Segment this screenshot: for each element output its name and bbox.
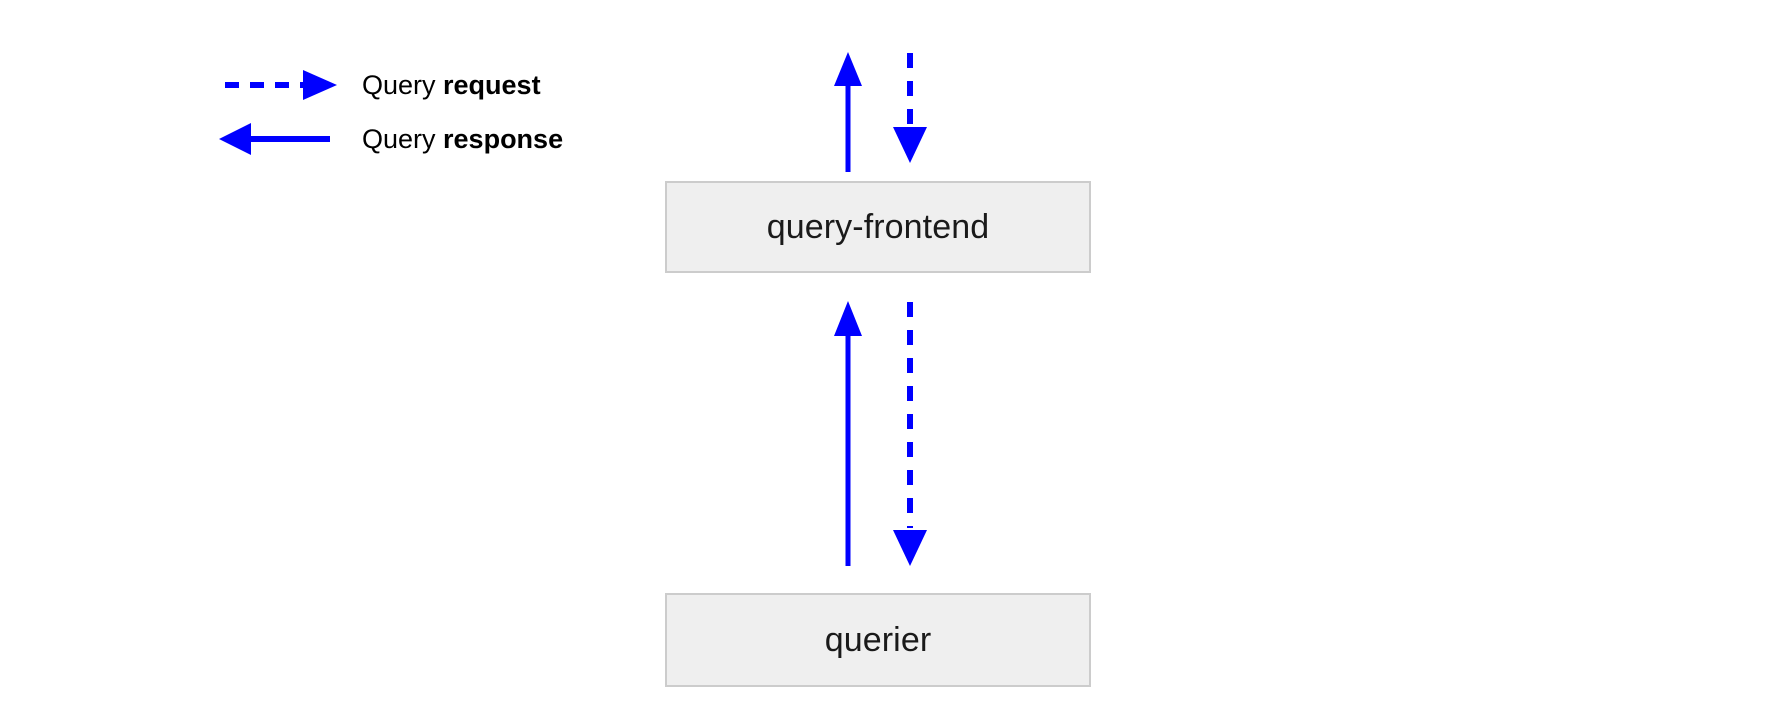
legend-label-query-response: Query response <box>362 112 563 166</box>
node-query-frontend-label: query-frontend <box>766 207 990 246</box>
legend-prefix-request: Query <box>362 70 444 100</box>
node-query-frontend[interactable]: query-frontend <box>665 181 1091 273</box>
legend-item-query-response: Query response <box>205 112 725 166</box>
edge-inbound-request <box>893 53 927 163</box>
node-querier-label: querier <box>824 620 932 659</box>
edge-querier-response <box>834 301 862 566</box>
legend-emphasis-request: request <box>443 70 541 100</box>
edge-inbound-response <box>834 52 862 172</box>
legend-prefix-response: Query <box>362 124 444 154</box>
legend: Query request Query response <box>205 58 725 166</box>
node-querier[interactable]: querier <box>665 593 1091 687</box>
legend-label-query-request: Query request <box>362 58 541 112</box>
solid-arrow-left-icon <box>205 112 340 166</box>
legend-item-query-request: Query request <box>205 58 725 112</box>
dashed-arrow-right-icon <box>205 58 340 112</box>
legend-emphasis-response: response <box>443 124 564 154</box>
edge-frontend-request <box>893 302 927 566</box>
